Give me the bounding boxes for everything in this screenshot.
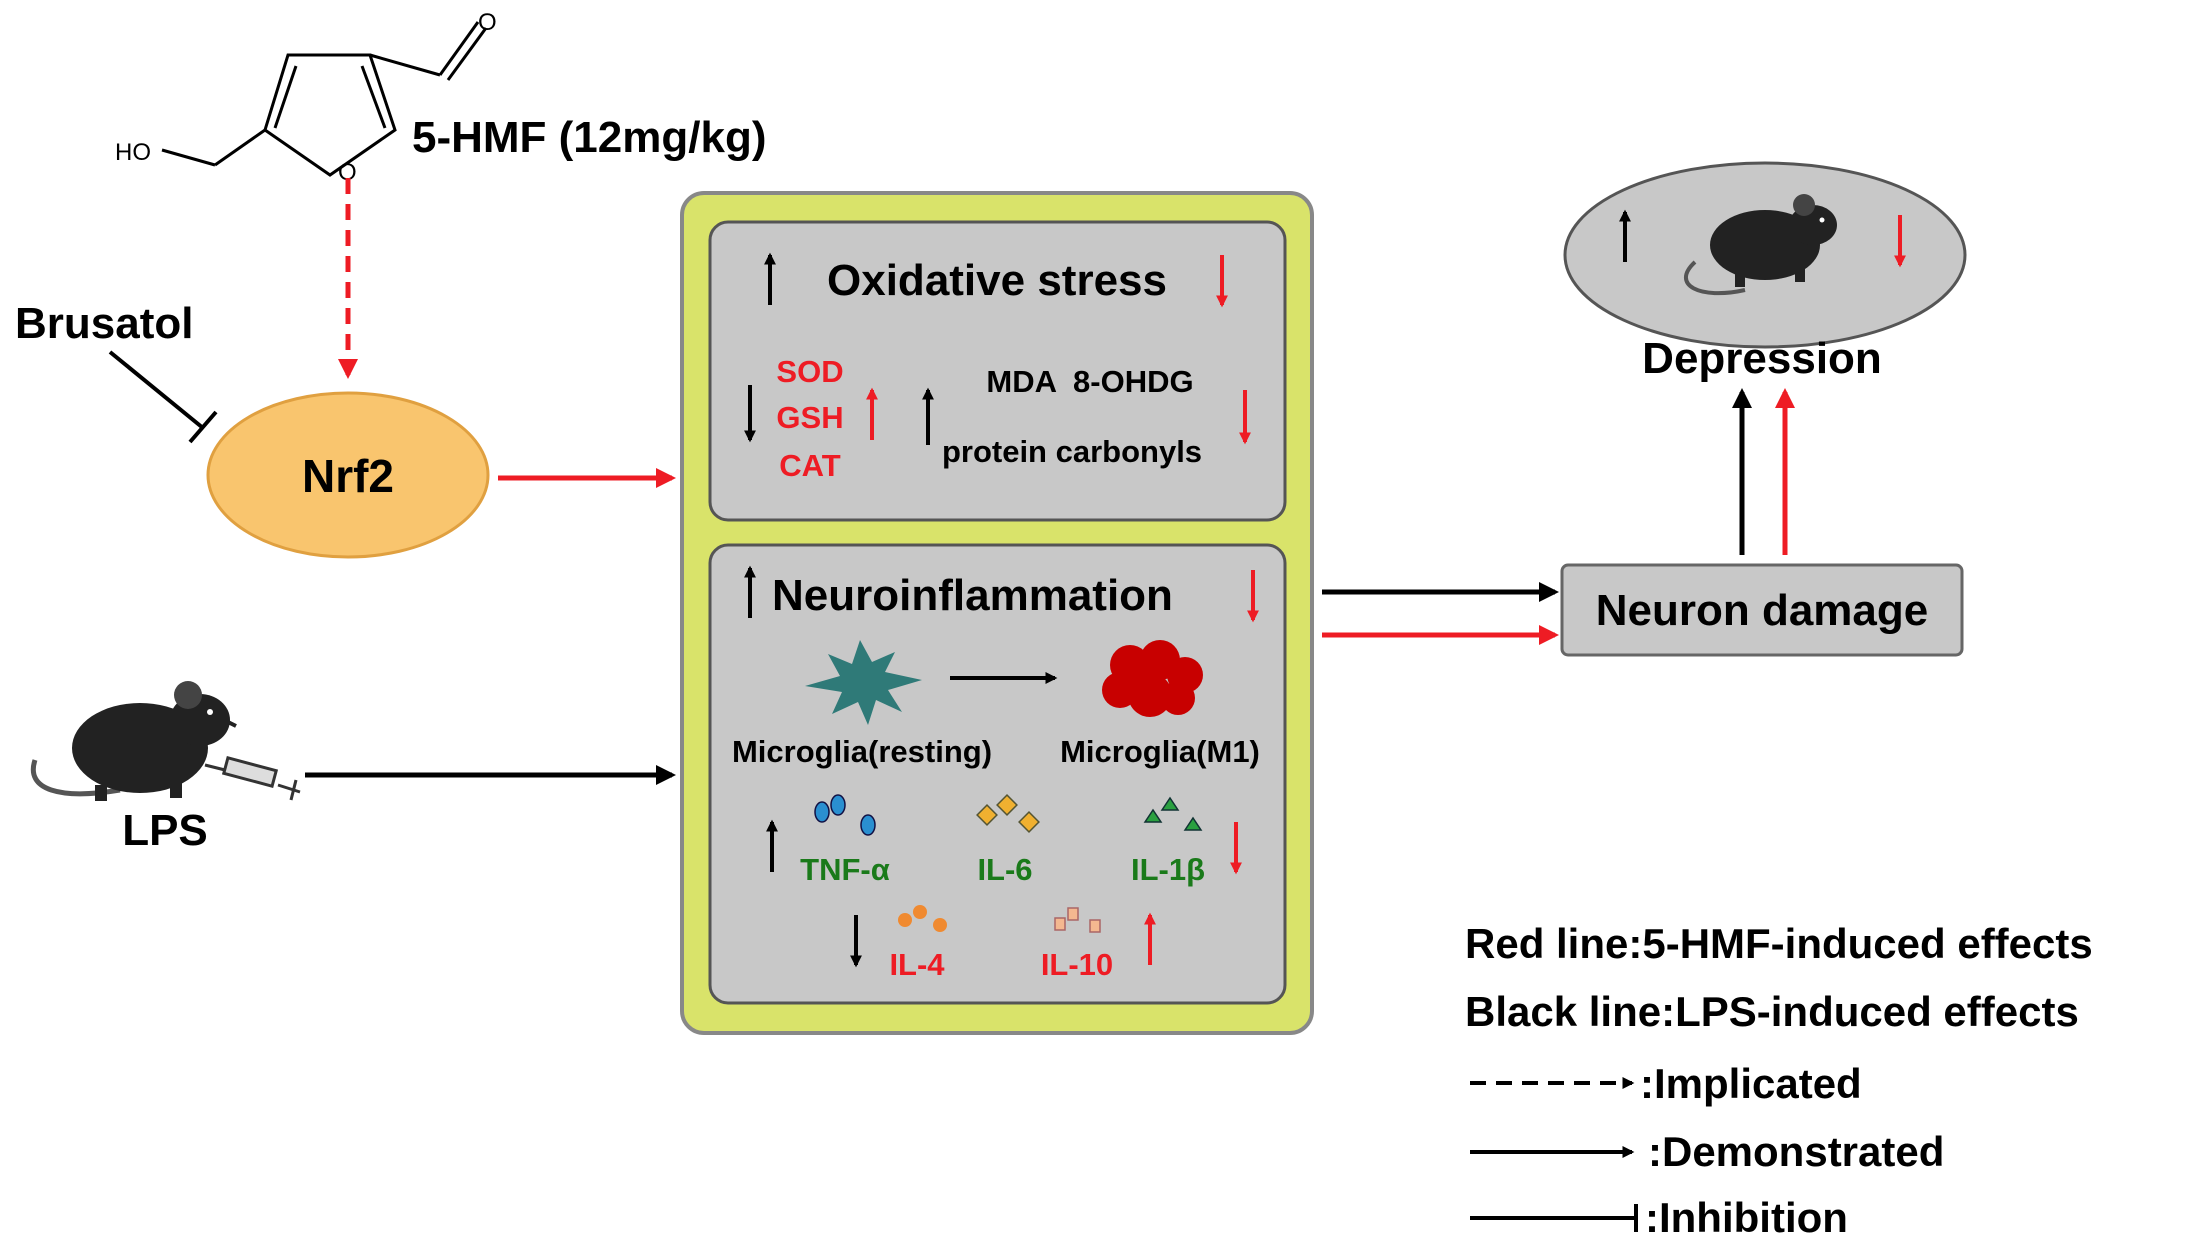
lps-mouse-icon — [30, 681, 237, 801]
oxidative-stress-box — [708, 220, 1287, 522]
il6-label: IL-6 — [977, 852, 1032, 887]
il10-icon — [1054, 907, 1101, 933]
microglia-resting-icon — [805, 640, 922, 725]
neuron-damage-box — [1560, 563, 1964, 657]
oxidative-title: Oxidative stress — [827, 256, 1167, 305]
nrf2-label: Nrf2 — [302, 450, 394, 502]
cat-label: CAT — [779, 448, 840, 483]
legend-red-line: Red line:5-HMF-induced effects — [1465, 920, 2093, 967]
legend-demonstrated: :Demonstrated — [1648, 1128, 1944, 1175]
ring-o-label: O — [338, 159, 357, 186]
neuroinflammation-title: Neuroinflammation — [772, 571, 1173, 620]
brusatol-inhibition-line — [108, 350, 205, 430]
il1b-label: IL-1β — [1131, 852, 1205, 887]
microglia-resting-label: Microglia(resting) — [732, 734, 992, 769]
microglia-m1-label: Microglia(M1) — [1060, 734, 1260, 769]
brusatol-inhibition-bar — [188, 410, 218, 444]
il4-icon — [898, 905, 947, 932]
il4-label: IL-4 — [889, 947, 945, 982]
il1b-icon — [1143, 796, 1203, 831]
brusatol-label: Brusatol — [15, 299, 193, 348]
hmf-structure — [161, 21, 488, 177]
ho-label: HO — [115, 139, 151, 166]
legend-implicated: :Implicated — [1640, 1060, 1862, 1107]
depression-mouse-icon — [1684, 194, 1837, 296]
legend: Red line:5-HMF-induced effects Black lin… — [1465, 920, 2093, 1241]
depression-label: Depression — [1642, 334, 1882, 383]
sod-label: SOD — [776, 354, 843, 389]
tnf-label: TNF-α — [800, 852, 890, 887]
compound-name: 5-HMF (12mg/kg) — [412, 113, 766, 162]
gsh-label: GSH — [776, 400, 843, 435]
syringe-icon — [204, 755, 301, 801]
nrf2-node — [206, 391, 490, 559]
il10-label: IL-10 — [1041, 947, 1113, 982]
lps-label: LPS — [122, 806, 208, 855]
carbonyl-o-label: O — [478, 9, 497, 36]
microglia-m1-icon — [1102, 640, 1203, 717]
legend-inhibition: :Inhibition — [1645, 1194, 1848, 1241]
mda-8ohdg-label: MDA 8-OHDG — [986, 364, 1193, 399]
il6-icon — [976, 794, 1040, 833]
legend-black-line: Black line:LPS-induced effects — [1465, 988, 2079, 1035]
tnf-icon — [814, 794, 876, 836]
protein-carbonyls-label: protein carbonyls — [942, 434, 1202, 469]
neuron-damage-label: Neuron damage — [1596, 586, 1929, 635]
